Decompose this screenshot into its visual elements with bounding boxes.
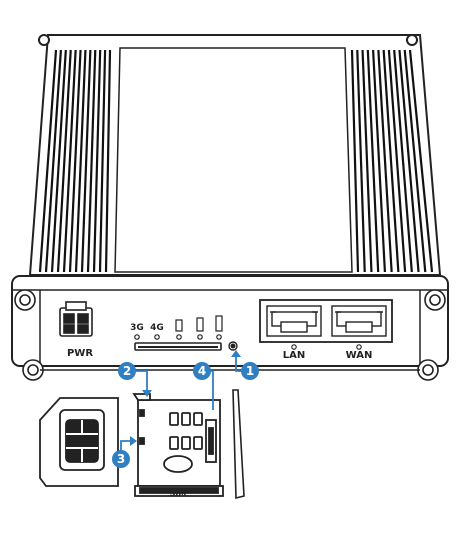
heatsink-fin	[350, 49, 360, 273]
callout-badge-2: 2	[118, 362, 136, 380]
led-3g-label: 3G	[130, 323, 144, 333]
sim-tray-label: SIM	[170, 489, 187, 498]
heatsink-fin	[408, 49, 434, 273]
callout-badge-1: 1	[241, 362, 259, 380]
heatsink-fin	[371, 49, 387, 273]
sim-eject-pin	[232, 389, 245, 500]
svg-text:3: 3	[117, 452, 125, 466]
heatsink-fin	[398, 49, 420, 273]
power-connector	[59, 301, 93, 337]
callout-badge-4: 4	[193, 362, 211, 380]
svg-text:2: 2	[123, 364, 131, 378]
front-panel-screws	[14, 289, 446, 381]
heatsink-fin	[74, 49, 87, 273]
heatsink-fin	[98, 49, 107, 273]
wan-label: WAN	[346, 350, 373, 361]
heatsink-fin	[38, 49, 58, 273]
heatsink-fin	[366, 49, 380, 273]
heatsink-fin	[86, 49, 97, 273]
lan-label: LAN	[283, 350, 305, 361]
svg-text:4: 4	[198, 364, 206, 378]
heatsink-fin	[403, 49, 427, 273]
heatsink-fin	[68, 49, 82, 273]
heatsink-fin	[50, 49, 67, 273]
sim-card	[39, 397, 119, 487]
led-4g-label: 4G	[150, 323, 164, 333]
lan-port	[266, 305, 322, 337]
wan-port	[331, 305, 387, 337]
led-indicators	[134, 315, 223, 340]
heatsink-fins-right	[350, 49, 434, 273]
heatsink-fin	[382, 49, 400, 273]
callout-badge-3: 3	[112, 450, 130, 468]
heatsink-fin	[387, 49, 407, 273]
sim-slot	[134, 342, 222, 351]
svg-text:1: 1	[246, 364, 254, 378]
heatsink-fin	[44, 49, 63, 273]
heatsink-fin	[377, 49, 393, 273]
router-front-panel	[11, 275, 449, 367]
heatsink-fin	[80, 49, 92, 273]
sim-tray	[132, 393, 224, 497]
power-label: PWR	[67, 348, 93, 359]
port-leds	[291, 344, 362, 350]
heatsink-fins-left	[38, 49, 112, 273]
heatsink-fin	[104, 49, 112, 273]
callout-arrowheads	[130, 350, 241, 446]
heatsink-fin	[361, 49, 373, 273]
heatsink-fin	[356, 49, 366, 273]
heatsink-fin	[56, 49, 72, 273]
sim-eject-hole	[228, 341, 238, 351]
heatsink-fin	[62, 49, 77, 273]
heatsink-fin	[393, 49, 413, 273]
heatsink-fin	[92, 49, 102, 273]
